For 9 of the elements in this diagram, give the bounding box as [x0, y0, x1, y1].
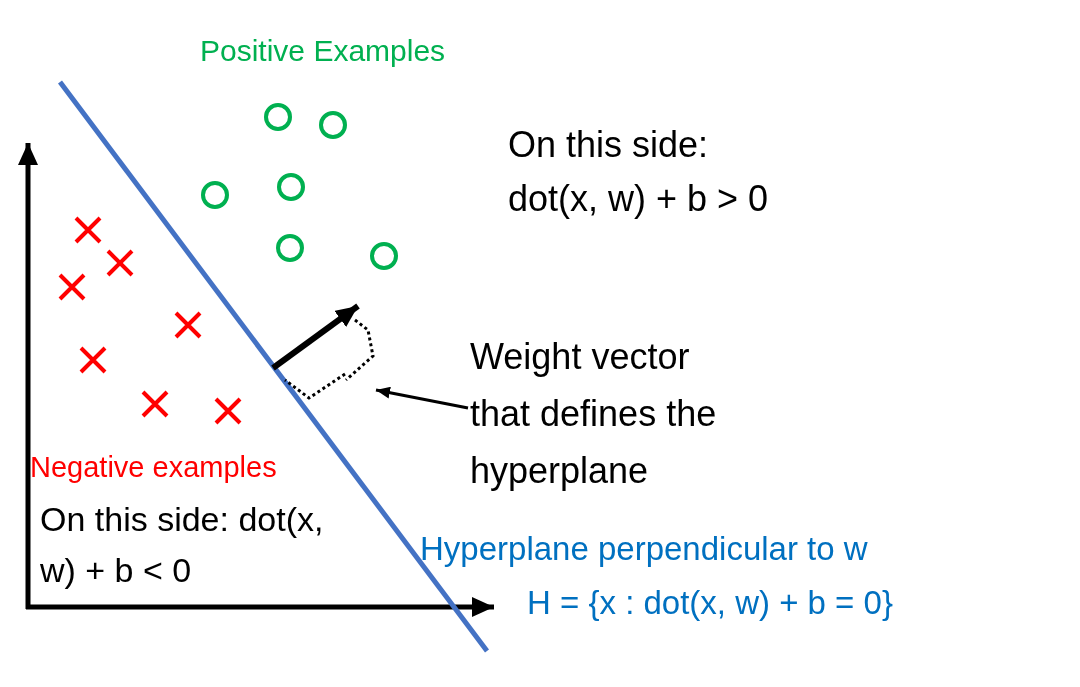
hyperplane-equation: H = {x : dot(x, w) + b = 0} — [527, 583, 893, 623]
hyperplane-label: Hyperplane perpendicular to w — [420, 529, 869, 569]
inequality-note: On this side: dot(x, w) + b < 0 — [40, 499, 325, 591]
class-label: Positive Examples — [200, 33, 447, 69]
leader-line — [375, 386, 469, 410]
right-angle-marker — [282, 318, 376, 400]
annotation-text: Weight vector that defines the hyperplane — [470, 328, 732, 499]
inequality-note: On this side: dot(x, w) + b > 0 — [508, 123, 770, 221]
class-label: Negative examples — [30, 450, 278, 485]
